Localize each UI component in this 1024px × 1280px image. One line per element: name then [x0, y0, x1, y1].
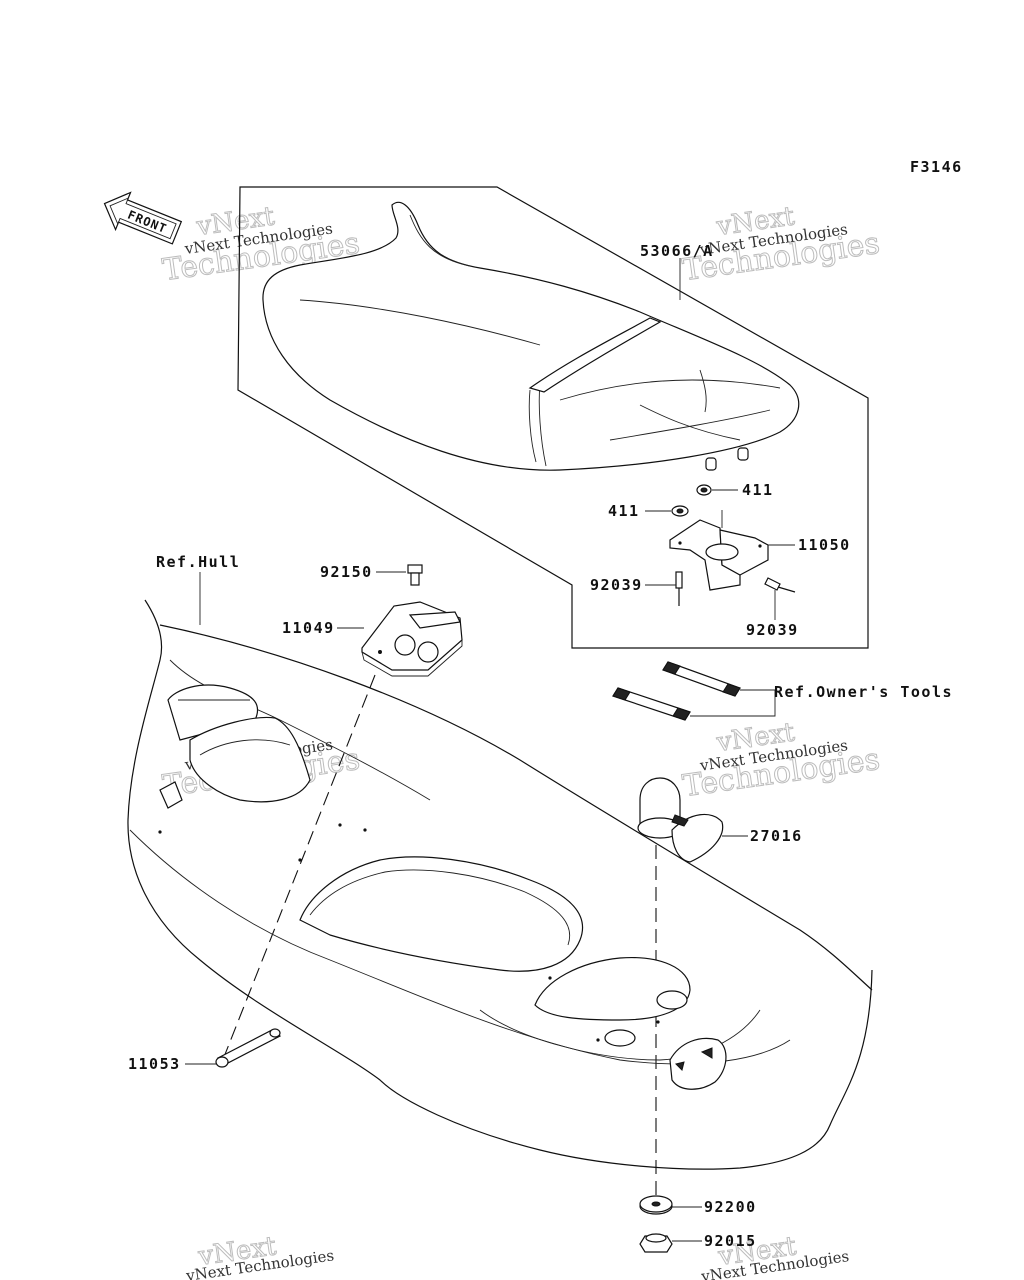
- label-ref-tools: Ref.Owner's Tools: [774, 683, 953, 701]
- label-nut: 92015: [704, 1232, 757, 1250]
- knob-part: [637, 777, 724, 863]
- front-arrow-icon: FRONT: [103, 191, 183, 245]
- bolt-part: [407, 564, 423, 586]
- watermark-bottom-left: vNext vNext Technologies: [184, 1231, 335, 1280]
- label-washer-bottom: 92200: [704, 1198, 757, 1216]
- washer-top-part: [696, 484, 712, 496]
- label-seat: 53066/A: [640, 242, 714, 260]
- label-bracket: 11050: [798, 536, 851, 554]
- label-washer-left: 411: [608, 502, 640, 520]
- seat-part: [262, 201, 800, 471]
- watermark-mid-right: vNext Technologies vNext Technologies: [680, 717, 882, 805]
- nut-part: [639, 1233, 673, 1253]
- figure-code: F3146: [910, 158, 963, 176]
- label-bolt: 92150: [320, 563, 373, 581]
- watermark-top-right: vNext Technologies vNext Technologies: [680, 201, 882, 289]
- label-washer-top: 411: [742, 481, 774, 499]
- rivet-right-part: [764, 577, 796, 593]
- washer-left-part: [671, 505, 689, 517]
- seat-bracket-part: [669, 519, 769, 591]
- tool-straps-part: [612, 661, 741, 721]
- label-rivet-right: 92039: [746, 621, 799, 639]
- washer-bottom-part: [639, 1195, 673, 1215]
- seat-group-frame: [237, 186, 869, 649]
- label-strap: 11053: [128, 1055, 181, 1073]
- plate-part: [361, 601, 463, 677]
- hull-part: [127, 599, 873, 1170]
- label-rivet-left: 92039: [590, 576, 643, 594]
- label-plate: 11049: [282, 619, 335, 637]
- assembly-line-plate: [221, 674, 376, 1063]
- label-knob: 27016: [750, 827, 803, 845]
- label-ref-hull: Ref.Hull: [156, 553, 240, 571]
- rivet-left-part: [675, 571, 683, 606]
- strap-part: [215, 1028, 282, 1068]
